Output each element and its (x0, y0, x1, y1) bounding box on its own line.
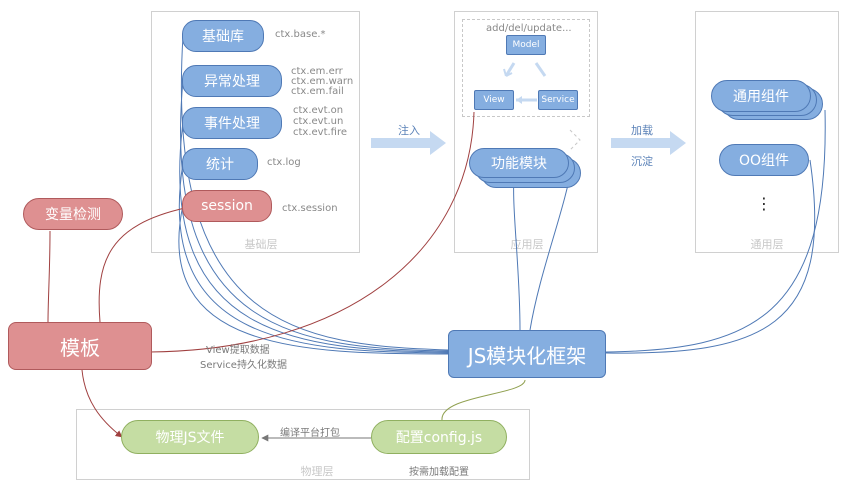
exception-node: 异常处理 (182, 65, 282, 97)
session-note: ctx.session (282, 203, 338, 214)
event-note-1: ctx.evt.on (293, 105, 344, 116)
event-note-3: ctx.evt.fire (293, 127, 348, 138)
var-check-node: 变量检测 (23, 198, 123, 230)
load-label: 加载 (631, 124, 653, 137)
event-node: 事件处理 (182, 107, 282, 139)
template-node: 模板 (8, 322, 152, 370)
exception-note-1: ctx.em.err (291, 66, 343, 77)
on-demand-label: 按需加载配置 (409, 467, 469, 478)
mvc-dashed-box (462, 19, 590, 117)
oo-component-node: OO组件 (719, 144, 809, 176)
link-framework-base-lib (181, 35, 449, 351)
mvc-caption: add/del/update... (486, 23, 572, 34)
js-framework-node: JS模块化框架 (448, 330, 606, 378)
service-node: Service (538, 90, 578, 110)
ellipsis-icon: ⋮ (756, 194, 772, 213)
exception-note-3: ctx.em.fail (291, 86, 344, 97)
model-node: Model (506, 35, 546, 55)
app-layer-label: 应用层 (510, 238, 544, 251)
view-fetch-label: View提取数据 (206, 345, 270, 356)
event-note-2: ctx.evt.un (293, 116, 344, 127)
common-layer-label: 通用层 (750, 238, 784, 251)
session-node: session (182, 190, 272, 222)
physical-file-node: 物理JS文件 (121, 420, 259, 454)
exception-note-2: ctx.em.warn (291, 76, 354, 87)
view-node: View (474, 90, 514, 110)
base-lib-note: ctx.base.* (275, 29, 326, 40)
common-component-node: 通用组件 (711, 80, 811, 112)
physical-layer-label: 物理层 (300, 465, 334, 478)
base-lib-node: 基础库 (182, 20, 264, 52)
module-node: 功能模块 (469, 148, 569, 178)
build-label: 编译平台打包 (280, 428, 340, 439)
inject-label: 注入 (398, 124, 420, 137)
stats-node: 统计 (182, 148, 258, 180)
config-node: 配置config.js (371, 420, 507, 454)
base-layer-label: 基础层 (244, 238, 278, 251)
stats-note: ctx.log (267, 157, 301, 168)
settle-label: 沉淀 (631, 155, 653, 168)
service-persist-label: Service持久化数据 (200, 360, 287, 371)
